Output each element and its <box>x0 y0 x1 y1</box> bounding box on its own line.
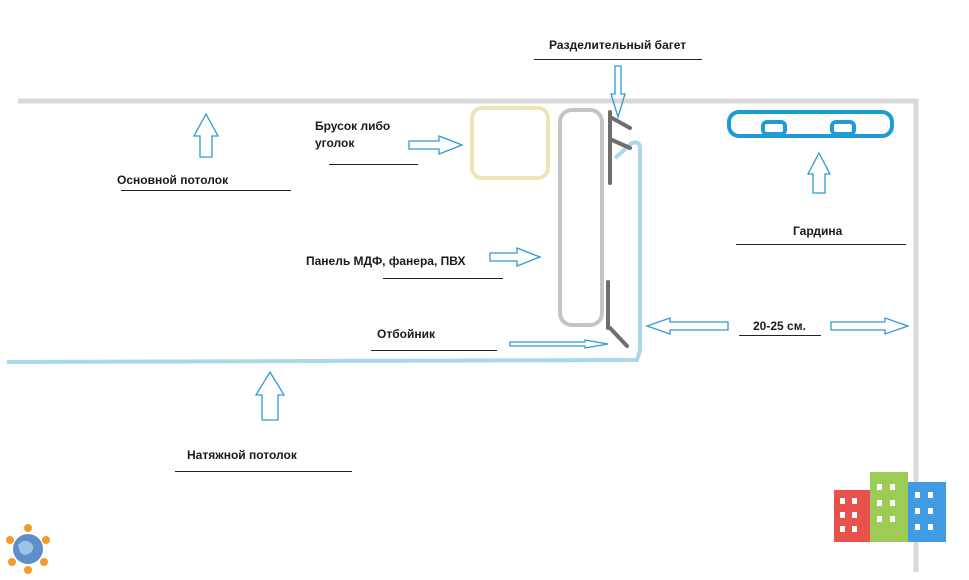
distance-label: 20-25 см. <box>753 319 806 333</box>
curtain-label: Гардина <box>793 224 843 238</box>
distance-underline <box>739 335 821 336</box>
bumper-label: Отбойник <box>377 327 435 341</box>
main-ceiling-line <box>18 98 919 572</box>
right-arrow-icon <box>408 135 464 155</box>
curtain-underline <box>736 244 906 245</box>
right-arrow-icon <box>489 247 542 267</box>
main-ceiling-underline <box>121 190 291 191</box>
up-arrow-icon <box>254 370 286 421</box>
divider-baguette-label: Разделительный багет <box>549 38 687 52</box>
down-arrow-icon <box>610 65 626 120</box>
wooden-bar-shape <box>470 106 550 180</box>
arrows <box>192 65 910 421</box>
panel-label: Панель МДФ, фанера, ПВХ <box>306 254 466 268</box>
panel-shape <box>558 108 604 327</box>
main-ceiling-label: Основной потолок <box>117 173 229 187</box>
city-buildings-logo-icon <box>834 472 946 542</box>
curtain-rail-shape <box>727 110 894 138</box>
bar-or-corner-label-line2: уголок <box>315 136 355 150</box>
right-arrow-icon <box>509 339 609 349</box>
people-globe-logo-icon <box>6 524 50 574</box>
divider-baguette-underline <box>534 59 702 60</box>
up-arrow-icon <box>806 151 832 194</box>
stretch-ceiling-line <box>6 140 642 364</box>
left-arrow-icon <box>645 317 729 335</box>
bumper-underline <box>371 350 497 351</box>
divider-baguette-shape <box>606 110 632 348</box>
stretch-ceiling-label: Натяжной потолок <box>187 448 297 462</box>
stretch-ceiling-underline <box>175 471 352 472</box>
panel-underline <box>383 278 503 279</box>
right-arrow-icon <box>830 317 910 335</box>
up-arrow-icon <box>192 112 220 158</box>
bar-or-corner-label-line1: Брусок либо <box>315 119 391 133</box>
bar-or-corner-underline <box>329 164 418 165</box>
